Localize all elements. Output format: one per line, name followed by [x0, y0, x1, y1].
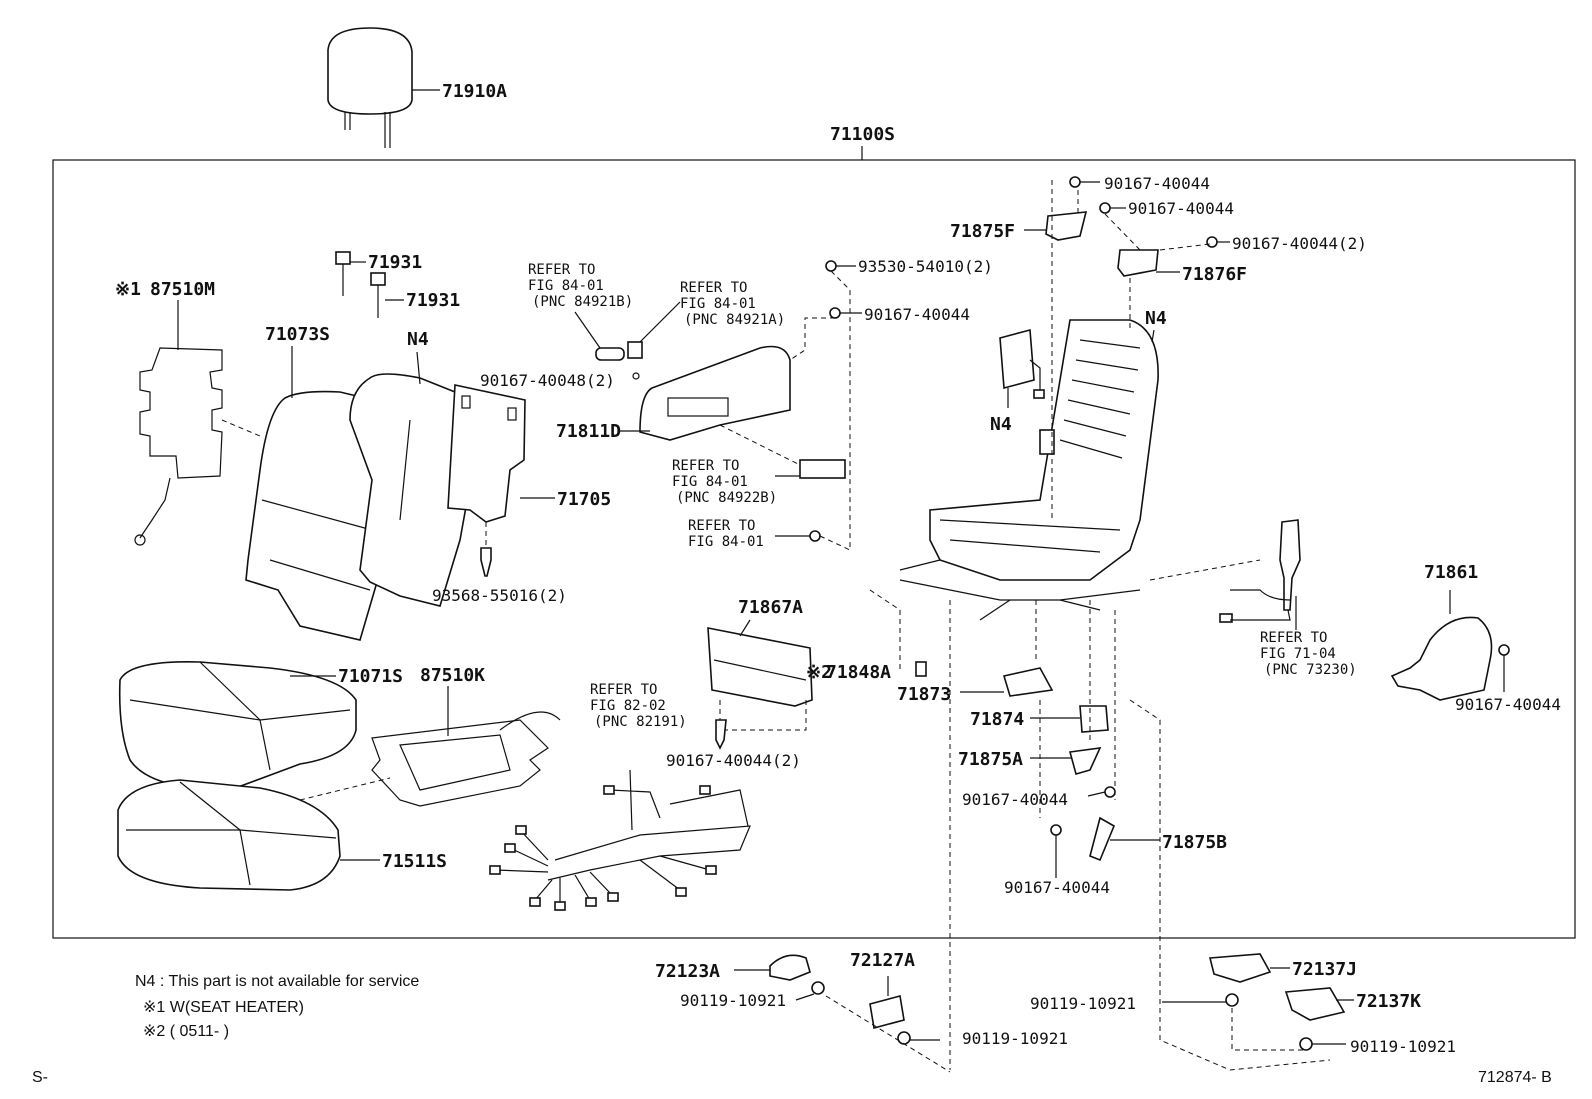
screw-72137k-label: 90119-10921 [1350, 1037, 1456, 1056]
screw-72127a-label: 90119-10921 [962, 1029, 1068, 1048]
svg-text:REFER TO: REFER TO [590, 682, 657, 698]
clip-label: 71848A [826, 662, 891, 683]
heater-cushion-part [371, 686, 561, 807]
airbag-part [999, 328, 1045, 408]
screw-top-1-label: 90167-40044 [1104, 174, 1210, 193]
svg-text:REFER TO: REFER TO [1260, 630, 1327, 646]
svg-text:REFER TO: REFER TO [680, 280, 747, 296]
svg-text:FIG 84-01: FIG 84-01 [528, 278, 604, 294]
cushion-cover-part [118, 661, 357, 791]
hinge-cover-inner-f-label: 71876F [1182, 264, 1247, 285]
svg-text:REFER TO: REFER TO [688, 518, 755, 534]
board-part [447, 384, 555, 577]
svg-text:(PNC 84921A): (PNC 84921A) [684, 312, 785, 328]
refer-f: REFER TO FIG 71-04 (PNC 73230) [1260, 630, 1357, 678]
footer-right: 712874- B [1478, 1069, 1552, 1086]
svg-text:FIG 84-01: FIG 84-01 [680, 296, 756, 312]
p72123a-label: 72123A [655, 961, 720, 982]
p71875b-label: 71875B [1162, 832, 1227, 853]
inner-cover-part [707, 619, 813, 750]
screw-72137j-label: 90119-10921 [1030, 994, 1136, 1013]
lower-parts [869, 559, 1331, 1071]
svg-text:REFER TO: REFER TO [672, 458, 739, 474]
buckle-part [1219, 519, 1301, 630]
p71874-label: 71874 [970, 709, 1024, 730]
shield-screw-2-label: 93530-54010(2) [858, 257, 993, 276]
module-part [719, 424, 846, 479]
cushion-pad-label: 71511S [382, 851, 447, 872]
headrest-part [327, 27, 440, 148]
heater-back-marker: ※1 [115, 279, 141, 300]
note-date-range: ※2 ( 0511- ) [143, 1023, 229, 1040]
guide-1-label: 71931 [368, 252, 422, 273]
svg-text:FIG 71-04: FIG 71-04 [1260, 646, 1336, 662]
switch-parts [574, 301, 681, 361]
screw-71875b-label: 90167-40044 [1004, 878, 1110, 897]
p71861-label: 71861 [1424, 562, 1478, 583]
inner-cover-label: 71867A [738, 597, 803, 618]
shield-label: 71811D [556, 421, 621, 442]
guide-parts [335, 251, 404, 318]
screw-71861-label: 90167-40044 [1455, 695, 1561, 714]
screw-top-2-label: 90167-40044 [1128, 199, 1234, 218]
p72127a-label: 72127A [850, 950, 915, 971]
assembly-label: 71100S [830, 124, 895, 145]
refer-e: REFER TO FIG 82-02 (PNC 82191) [590, 682, 687, 730]
shield-screw-top-label: 90167-40044 [864, 305, 970, 324]
svg-text:FIG 82-02: FIG 82-02 [590, 698, 666, 714]
footer-left: S- [32, 1069, 48, 1086]
svg-text:(PNC 84922B): (PNC 84922B) [676, 490, 777, 506]
screw-top-3-label: 90167-40044(2) [1232, 234, 1367, 253]
back-cover-label: 71073S [265, 324, 330, 345]
board-label: 71705 [557, 489, 611, 510]
headrest-label: 71910A [442, 81, 507, 102]
airbag-n4-label: N4 [990, 414, 1012, 435]
svg-text:(PNC 82191): (PNC 82191) [594, 714, 687, 730]
svg-text:(PNC 84921B): (PNC 84921B) [532, 294, 633, 310]
svg-text:REFER TO: REFER TO [528, 262, 595, 278]
seat-frame-part [899, 319, 1159, 621]
refer-d: REFER TO FIG 84-01 [688, 518, 764, 550]
frame-n4-label: N4 [1145, 308, 1167, 329]
heater-cushion-label: 87510K [420, 665, 485, 686]
refer-b: REFER TO FIG 84-01 (PNC 84921A) [680, 280, 785, 328]
p72137k-label: 72137K [1356, 991, 1421, 1012]
refer-c: REFER TO FIG 84-01 (PNC 84922B) [672, 458, 777, 506]
svg-text:FIG 84-01: FIG 84-01 [688, 534, 764, 550]
assembly-frame [52, 159, 1576, 939]
p72137j-label: 72137J [1292, 959, 1357, 980]
bottom-cover-parts [734, 953, 1354, 1073]
cushion-cover-label: 71071S [338, 666, 403, 687]
hinge-cover-f-label: 71875F [950, 221, 1015, 242]
svg-text:FIG 84-01: FIG 84-01 [672, 474, 748, 490]
shield-screw-3-label: 90167-40048(2) [480, 371, 615, 390]
clip-marker: ※2 [806, 662, 832, 683]
note-seat-heater: ※1 W(SEAT HEATER) [143, 999, 304, 1016]
shield-part [632, 345, 791, 441]
svg-text:(PNC 73230): (PNC 73230) [1264, 662, 1357, 678]
cushion-pad-part [117, 779, 341, 891]
guide-2-label: 71931 [406, 290, 460, 311]
back-pad-label: N4 [407, 329, 429, 350]
inner-screw-label: 90167-40044(2) [666, 751, 801, 770]
board-screw-label: 93568-55016(2) [432, 586, 567, 605]
hinge-cover-parts [1045, 176, 1230, 520]
p71873-label: 71873 [897, 684, 951, 705]
wire-harness-part [489, 769, 751, 911]
refer-a: REFER TO FIG 84-01 (PNC 84921B) [528, 262, 633, 310]
shield-screws [789, 260, 862, 550]
heater-back-part [134, 335, 261, 546]
note-n4: N4 : This part is not available for serv… [135, 973, 419, 990]
screw-71875a-label: 90167-40044 [962, 790, 1068, 809]
screw-72123a-label: 90119-10921 [680, 991, 786, 1010]
p71861-part [1390, 590, 1510, 701]
p71875a-label: 71875A [958, 749, 1023, 770]
heater-back-label: 87510M [150, 279, 215, 300]
